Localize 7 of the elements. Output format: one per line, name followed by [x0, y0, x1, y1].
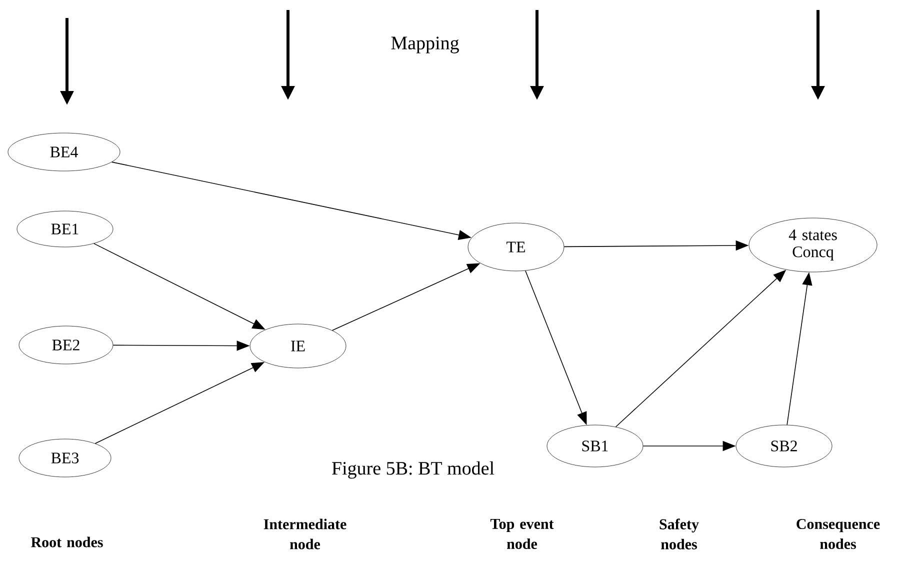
column-heading: Consequence nodes — [796, 518, 880, 550]
column-heading: Safety nodes — [660, 518, 699, 550]
column-heading: Intermediate node — [264, 518, 346, 550]
heading-label: Mapping — [391, 36, 459, 54]
column-heading: Top event node — [490, 519, 554, 549]
figure-caption: Figure 5B: BT model — [332, 461, 494, 479]
column-heading: Root nodes — [31, 536, 103, 548]
